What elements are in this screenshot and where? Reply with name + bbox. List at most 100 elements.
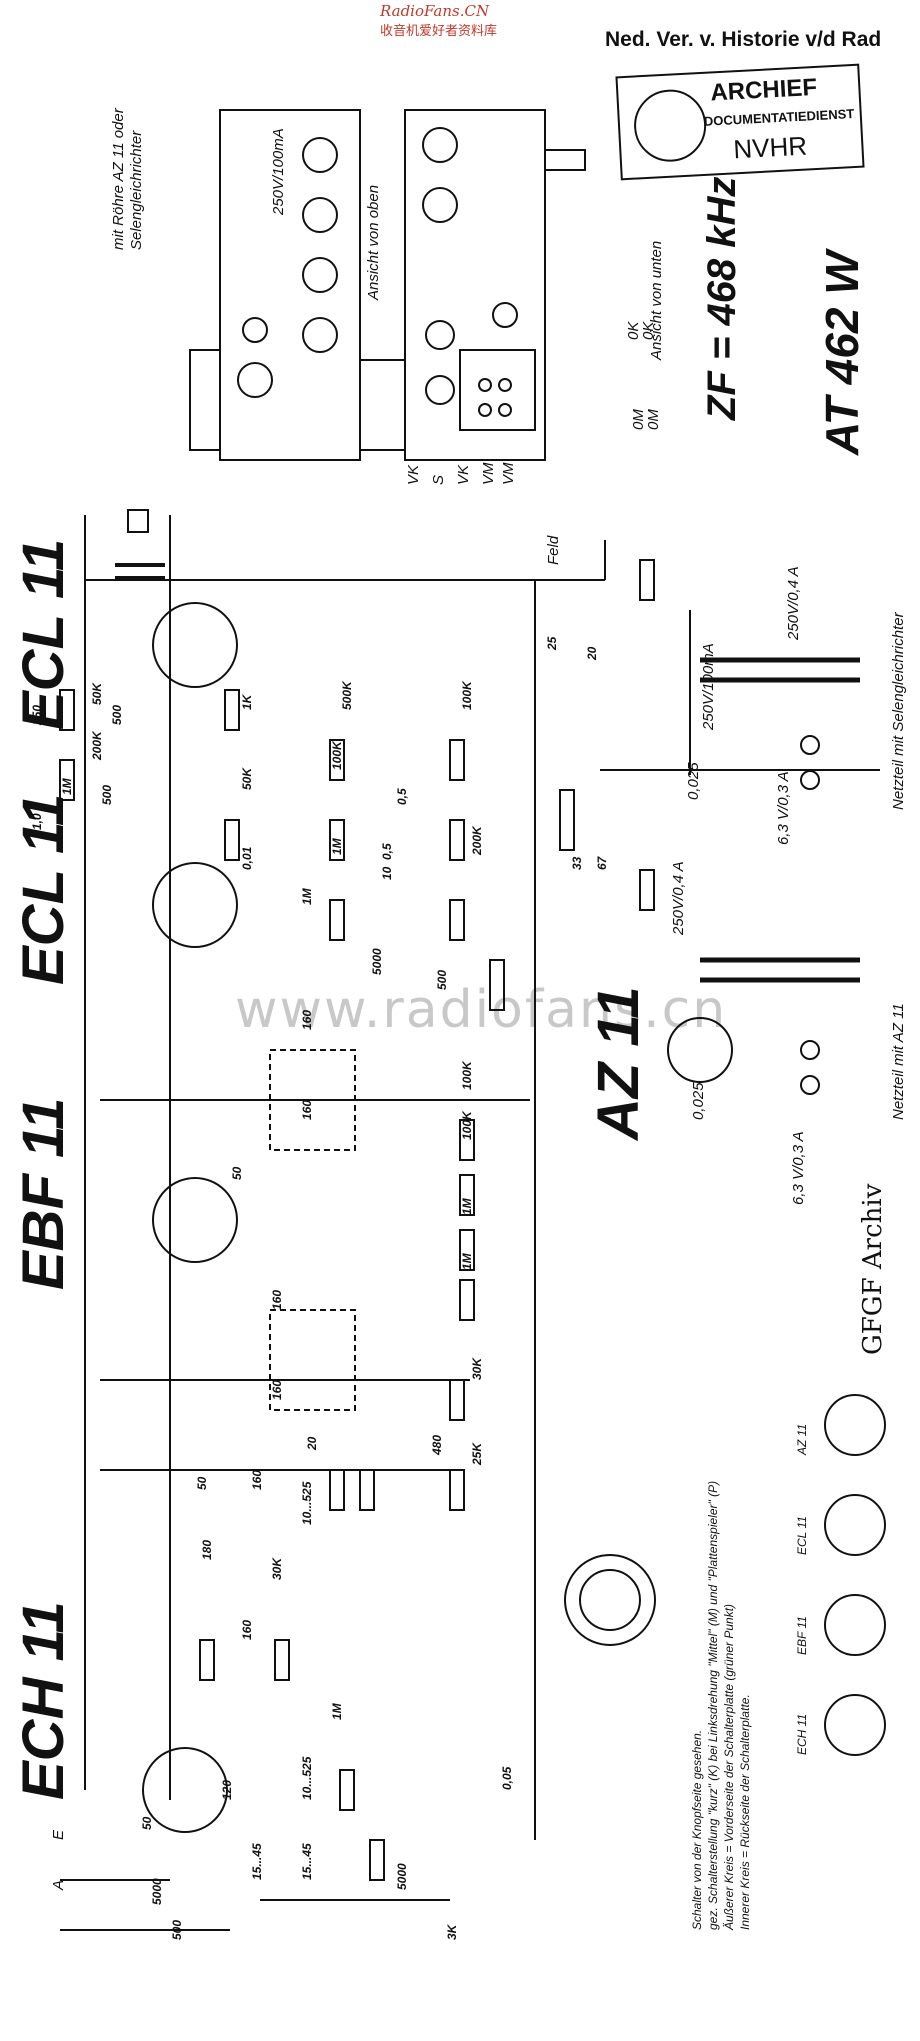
- component-value: 0,5: [380, 843, 394, 860]
- component-value: 1M: [330, 1703, 344, 1720]
- component-value: 15...45: [300, 1843, 314, 1880]
- component-value: 50: [230, 1166, 244, 1180]
- component-value: 30K: [270, 1557, 284, 1580]
- component-value: 5000: [370, 948, 384, 975]
- switch-label-vk2: VK: [455, 464, 472, 485]
- component-value: 1K: [240, 694, 254, 710]
- component-value: 480: [430, 1434, 444, 1455]
- note-4: Innerer Kreis = Rückseite der Schalterpl…: [738, 1694, 752, 1930]
- component-value: 10...525: [300, 1481, 314, 1525]
- cap-az-label: 0,025: [690, 1082, 707, 1120]
- component-value: 160: [270, 1289, 284, 1310]
- component-value: 67: [595, 856, 609, 870]
- tube-ebf11: [152, 1177, 238, 1263]
- component-value: 1M: [300, 888, 314, 905]
- socket-label-az11: AZ 11: [795, 1423, 809, 1455]
- component-value: 1M: [330, 838, 344, 855]
- psu-selen-label: Netzteil mit Selengleichrichter: [890, 612, 907, 810]
- tube-ecl11-a: [152, 602, 238, 688]
- component-value: 50K: [90, 682, 104, 705]
- component-value: 160: [250, 1469, 264, 1490]
- component-value: 500: [110, 704, 124, 725]
- tube-label-ebf11: EBF 11: [11, 1097, 76, 1290]
- component-value: 25K: [470, 1442, 484, 1465]
- switch-label-vm: VM: [480, 462, 497, 486]
- component-value: 20: [305, 1436, 319, 1450]
- component-value: 180: [200, 1539, 214, 1560]
- watermark-site: RadioFans.CN: [380, 2, 490, 20]
- component-value: 1M: [460, 1198, 474, 1215]
- component-value: 100K: [460, 1111, 474, 1140]
- component-value: 15...45: [250, 1843, 264, 1880]
- component-value: 50K: [240, 767, 254, 790]
- component-value: 250: [30, 704, 44, 725]
- component-value: 500: [435, 969, 449, 990]
- tube-ecl11-b: [152, 862, 238, 948]
- tube-label-ecl11-a: ECL 11: [11, 538, 76, 730]
- component-value: 0,05: [500, 1766, 514, 1790]
- component-value: 100K: [460, 1061, 474, 1090]
- model-number: AT 462 W: [816, 251, 868, 455]
- cap-selen-label: 0,025: [685, 762, 702, 800]
- feld-label: Feld: [545, 535, 562, 565]
- pin-label-a: A: [50, 1879, 67, 1890]
- component-value: 120: [220, 1779, 234, 1800]
- component-value: 160: [300, 1099, 314, 1120]
- component-value: 160: [300, 1009, 314, 1030]
- watermark-site-cn: 收音机爱好者资料库: [380, 24, 498, 39]
- note-1: Schalter von der Knopfseite gesehen.: [690, 1729, 704, 1930]
- archive-header: Ned. Ver. v. Historie v/d Rad: [605, 28, 882, 51]
- component-value: 100K: [330, 741, 344, 770]
- psu-az-label: Netzteil mit AZ 11: [890, 1003, 907, 1120]
- component-value: 10: [380, 866, 394, 880]
- center-watermark: www.radiofans.cn: [235, 980, 728, 1040]
- component-value: 33: [570, 856, 584, 870]
- view-top-label: Ansicht von oben: [365, 184, 382, 300]
- socket-label-ech11: ECH 11: [795, 1713, 809, 1755]
- component-value: 500: [170, 1919, 184, 1940]
- component-value: 30K: [470, 1357, 484, 1380]
- component-value: 50: [195, 1476, 209, 1490]
- component-value: 10...525: [300, 1756, 314, 1800]
- switch-label-0k2: 0K: [640, 321, 657, 340]
- rectifier-note-1: mit Röhre AZ 11 oder: [110, 108, 127, 250]
- pin-label-e: E: [50, 1829, 67, 1840]
- note-3: Äußerer Kreis = Vorderseite der Schalter…: [722, 1603, 736, 1930]
- component-value: 0,01: [240, 846, 254, 870]
- fuse-selen2-label: 250V/100mA: [700, 643, 717, 730]
- gfgf-archive: GFGF Archiv: [858, 1183, 888, 1355]
- tube-label-az11: AZ 11: [586, 986, 651, 1140]
- component-value: 1,0: [30, 813, 44, 830]
- view-bottom-label: Ansicht von unten: [648, 240, 665, 360]
- component-value: 1M: [60, 778, 74, 795]
- tube-label-ech11: ECH 11: [11, 1601, 76, 1800]
- switch-label-vk: VK: [405, 464, 422, 485]
- rectifier-note-2: Selengleichrichter: [128, 130, 145, 250]
- component-value: 200K: [470, 826, 484, 855]
- lamp-selen-label: 6,3 V/0,3 A: [775, 771, 792, 845]
- component-value: 500: [100, 784, 114, 805]
- component-value: 100K: [460, 681, 474, 710]
- component-value: 25: [545, 636, 559, 650]
- lamp-az-label: 6,3 V/0,3 A: [790, 1131, 807, 1205]
- switch-label-s: S: [430, 474, 447, 485]
- if-frequency: ZF = 468 kHz: [700, 176, 744, 420]
- tube-az11: [667, 1017, 733, 1083]
- switch-label-vm2: VM: [500, 462, 517, 486]
- chassis-bottom-view: [404, 109, 546, 461]
- component-value: 3K: [445, 1924, 459, 1940]
- chassis-top-view: [219, 109, 361, 461]
- component-value: 200K: [90, 731, 104, 760]
- tube-ech11: [142, 1747, 228, 1833]
- component-value: 160: [270, 1379, 284, 1400]
- socket-label-ecl11: ECL 11: [795, 1516, 809, 1555]
- component-value: 1M: [460, 1253, 474, 1270]
- socket-label-ebf11: EBF 11: [795, 1616, 809, 1655]
- note-2: gez. Schalterstellung "kurz" (K) bei Lin…: [706, 1480, 720, 1930]
- component-value: 5000: [395, 1863, 409, 1890]
- component-value: 0,5: [395, 788, 409, 805]
- fuse-az-label: 250V/0,4 A: [670, 861, 687, 935]
- component-value: 20: [585, 646, 599, 660]
- component-value: 500K: [340, 681, 354, 710]
